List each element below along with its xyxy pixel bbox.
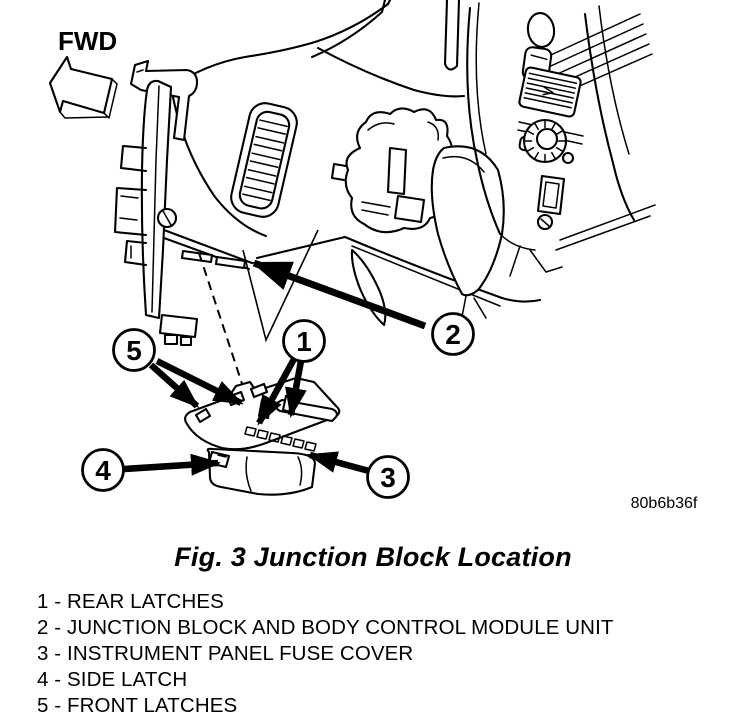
projection-lines: [242, 229, 319, 343]
defroster-vent: [518, 66, 582, 118]
junction-block-drawing: [184, 376, 341, 496]
callout-5: 5: [112, 328, 156, 372]
legend-item-5: 5 - FRONT LATCHES: [37, 694, 238, 715]
center-stack: [466, 2, 656, 251]
fwd-arrow-icon: [48, 55, 114, 115]
callout-1-arrow: [256, 357, 297, 426]
knob: [522, 118, 568, 164]
front-latch-tab: [249, 382, 269, 399]
legend-item-4: 4 - SIDE LATCH: [37, 668, 188, 691]
legend-item-3: 3 - INSTRUMENT PANEL FUSE COVER: [37, 642, 414, 665]
callout-5-arrow: [148, 362, 200, 409]
callout-4: 4: [81, 448, 125, 492]
callout-1-arrow: [285, 360, 307, 418]
callout-2-number: 2: [445, 319, 461, 350]
instrument-panel-drawing: [113, 0, 656, 347]
callout-4-arrow: [123, 453, 221, 476]
callout-3-arrow: [307, 451, 370, 475]
junction-block-location-diagram: FWD: [48, 0, 698, 512]
callout-4-number: 4: [95, 455, 111, 486]
callout-1-number: 1: [296, 326, 312, 357]
fwd-indicator: FWD: [48, 26, 118, 119]
callout-1: 1: [282, 319, 326, 363]
legend-item-1: 1 - REAR LATCHES: [37, 590, 224, 613]
callout-3-number: 3: [380, 462, 396, 493]
fwd-label: FWD: [58, 26, 117, 56]
fuse-cover: [206, 447, 317, 496]
callout-2-arrow: [251, 259, 427, 330]
callout-arrows: [123, 259, 427, 476]
figure-code: 80b6b36f: [631, 495, 698, 512]
figure-legend: 1 - REAR LATCHES 2 - JUNCTION BLOCK AND …: [37, 589, 746, 715]
callout-2: 2: [431, 312, 475, 356]
callout-5-number: 5: [126, 335, 142, 366]
steering-column-opening: [330, 107, 454, 234]
left-vent: [230, 102, 298, 218]
figure-caption: Fig. 3 Junction Block Location: [174, 542, 572, 572]
callout-3: 3: [366, 455, 410, 499]
callout-5-arrow: [155, 358, 244, 406]
legend-item-2: 2 - JUNCTION BLOCK AND BODY CONTROL MODU…: [37, 616, 614, 639]
